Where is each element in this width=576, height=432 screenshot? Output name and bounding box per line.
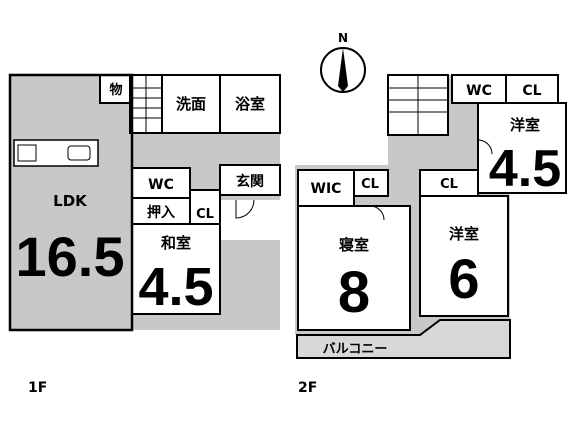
- room-washroom: [161, 74, 221, 134]
- floor-1-porch-cut: [220, 200, 280, 240]
- room-western-a: [477, 102, 567, 194]
- room-closet-bedroom: [353, 169, 389, 197]
- label-bedroom-size: 8: [338, 260, 370, 325]
- compass-needle-icon: [338, 48, 348, 92]
- compass: N: [320, 31, 366, 93]
- label-closet-top-2f: CL: [522, 83, 541, 99]
- ldk-wall: [8, 73, 134, 332]
- label-ldk-size: 16.5: [16, 225, 125, 288]
- label-bedroom: 寝室: [339, 236, 369, 254]
- label-western-b-size: 6: [448, 247, 479, 310]
- stove-icon: [17, 144, 37, 162]
- label-washitsu: 和室: [161, 234, 191, 252]
- room-western-b: [419, 195, 509, 317]
- stairs-treads-2f: [388, 75, 448, 135]
- label-western-a-size: 4.5: [489, 140, 561, 198]
- label-closet-bedroom: CL: [361, 177, 379, 192]
- label-wc-2f: WC: [466, 83, 492, 99]
- room-bedroom: [297, 205, 411, 331]
- label-western-b: 洋室: [449, 225, 479, 243]
- label-wic: WIC: [311, 181, 342, 197]
- stairs-treads-1f: [130, 75, 162, 133]
- label-bathroom: 浴室: [235, 95, 265, 113]
- bedroom-door-swing: [369, 205, 385, 221]
- label-wc-1f: WC: [148, 177, 174, 193]
- sink-icon: [67, 145, 91, 161]
- label-floor-2: 2F: [298, 380, 317, 396]
- label-entrance: 玄関: [236, 173, 264, 190]
- compass-north-label: N: [338, 31, 348, 45]
- label-oshiire: 押入: [147, 204, 175, 221]
- label-washitsu-size: 4.5: [138, 257, 213, 317]
- label-ldk: LDK: [53, 192, 88, 210]
- label-balcony: バルコニー: [323, 342, 388, 357]
- entrance-door-swing: [235, 199, 255, 219]
- balcony: [296, 319, 511, 359]
- label-floor-1: 1F: [28, 380, 47, 396]
- room-closet-top-2f: [505, 74, 559, 104]
- label-storage: 物: [109, 82, 122, 98]
- room-closet-1f: [189, 189, 221, 225]
- label-western-a: 洋室: [510, 116, 540, 134]
- floor-2-plan: [295, 74, 567, 359]
- room-entrance: [219, 164, 281, 196]
- room-bathroom: [219, 74, 281, 134]
- western-a-door-swing: [477, 139, 493, 155]
- floor-1-plan: [8, 73, 281, 332]
- label-closet-1f: CL: [196, 207, 214, 222]
- label-closet-western-b: CL: [440, 177, 458, 192]
- label-washroom: 洗面: [176, 95, 206, 113]
